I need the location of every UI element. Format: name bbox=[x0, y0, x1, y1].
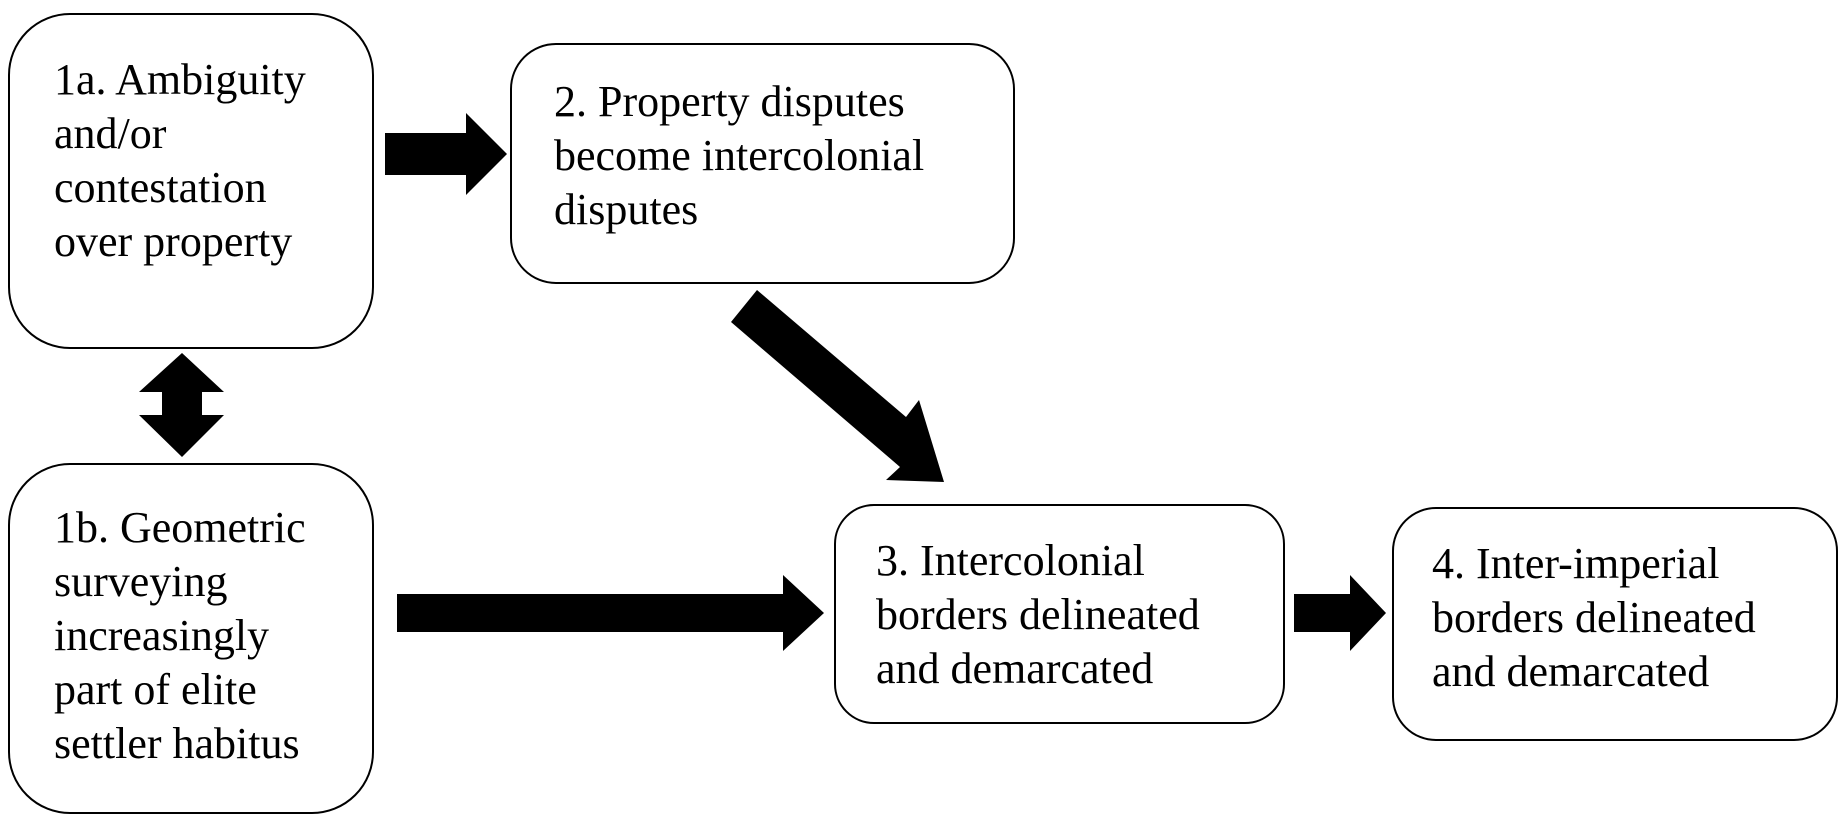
arrow-1b-to-3 bbox=[397, 575, 824, 651]
node-4-label: 4. Inter-imperial borders delineated and… bbox=[1432, 539, 1756, 696]
node-3: 3. Intercolonial borders delineated and … bbox=[834, 504, 1285, 724]
node-3-label: 3. Intercolonial borders delineated and … bbox=[876, 536, 1200, 693]
node-1a-label: 1a. Ambiguity and/or contestation over p… bbox=[54, 55, 306, 266]
node-2-label: 2. Property disputes become intercolonia… bbox=[554, 77, 925, 234]
node-1a: 1a. Ambiguity and/or contestation over p… bbox=[8, 13, 374, 349]
arrow-3-to-4 bbox=[1294, 575, 1386, 651]
node-2: 2. Property disputes become intercolonia… bbox=[510, 43, 1015, 284]
node-4: 4. Inter-imperial borders delineated and… bbox=[1392, 507, 1838, 741]
arrow-2-to-3 bbox=[731, 290, 944, 482]
node-1b-label: 1b. Geometric surveying increasingly par… bbox=[54, 503, 306, 768]
arrow-1a-1b-bidirectional bbox=[139, 353, 224, 457]
arrow-1a-to-2 bbox=[385, 113, 507, 195]
node-1b: 1b. Geometric surveying increasingly par… bbox=[8, 463, 374, 814]
